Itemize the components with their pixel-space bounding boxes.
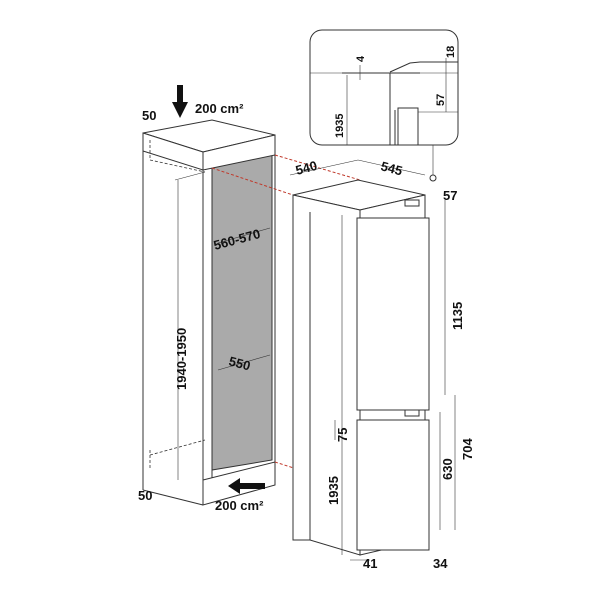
top-offset-label: 57 <box>443 188 457 203</box>
inset-dim-18: 18 <box>445 46 457 58</box>
detail-inset: 4 18 1935 57 <box>309 29 459 182</box>
vent-in-arrow-icon <box>228 478 265 494</box>
top-clearance-label: 50 <box>142 108 156 123</box>
depth-label: 545 <box>379 158 404 178</box>
bottom-clearance-label: 50 <box>138 488 152 503</box>
gap-label: 75 <box>335 428 350 442</box>
inset-dim-57: 57 <box>435 94 447 106</box>
upper-door-label: 1135 <box>450 302 465 330</box>
width-label: 540 <box>294 158 319 178</box>
appliance: 540 545 57 1135 75 704 1935 630 34 41 <box>289 158 475 571</box>
cabinet: 200 cm² 50 560-570 1940-1950 550 50 200 … <box>138 85 276 513</box>
top-vent-label: 200 cm² <box>195 101 244 116</box>
depth-label: 550 <box>227 353 252 373</box>
bottom-right-label: 34 <box>433 556 448 571</box>
opening-height-label: 1940-1950 <box>174 328 189 390</box>
inset-dim-1935: 1935 <box>334 114 346 138</box>
vent-up-arrow-icon <box>172 85 188 118</box>
height-label: 1935 <box>326 476 341 505</box>
plinth-label: 41 <box>363 556 377 571</box>
lower-section-label: 704 <box>460 438 475 460</box>
bottom-vent-label: 200 cm² <box>215 498 264 513</box>
inset-dim-4: 4 <box>355 55 367 62</box>
lower-door-label: 630 <box>440 458 455 480</box>
